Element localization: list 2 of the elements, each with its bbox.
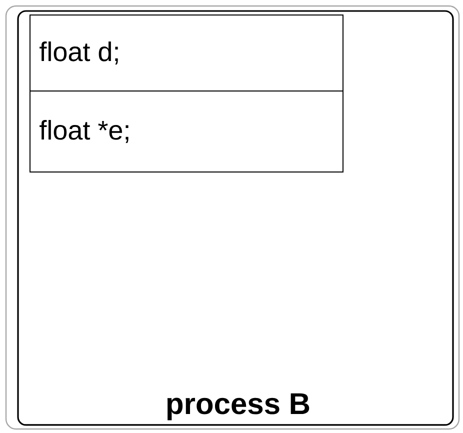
field-box: float *e; [30, 90, 344, 172]
field-box: float d; [30, 14, 344, 92]
